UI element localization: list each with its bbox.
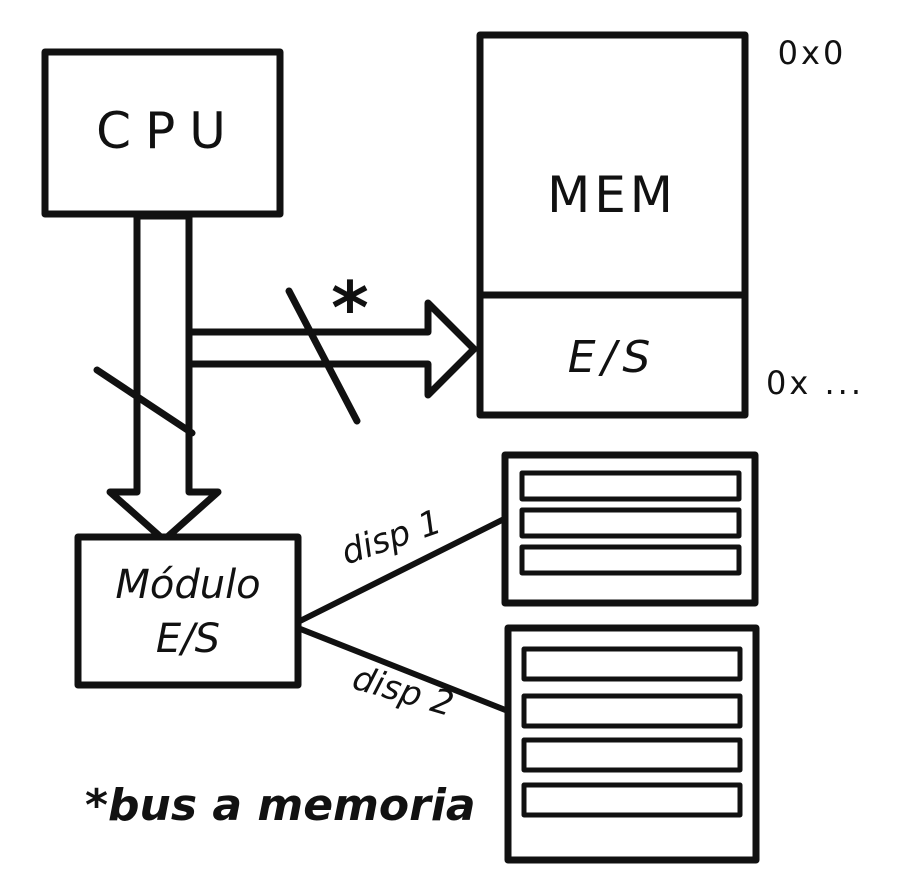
memory-box <box>476 31 749 419</box>
memory-address-top: 0x0 <box>778 34 847 72</box>
device-1-wire-label: disp 1 <box>336 502 446 573</box>
memory-label: MEM <box>547 166 677 224</box>
cpu-box <box>41 48 284 218</box>
io-module-label-line2: E/S <box>156 616 220 662</box>
memory-io-label: E/S <box>568 332 657 383</box>
bus-footnote: *bus a memoria <box>85 780 476 831</box>
device-2-slot <box>521 782 743 818</box>
bus-width-slash-vertical <box>93 366 196 437</box>
device-2-slot <box>521 693 743 729</box>
memory-address-bottom: 0x ... <box>766 364 864 402</box>
bus-arrow-to-memory <box>179 299 478 399</box>
device-1-slot <box>519 544 742 576</box>
bus-width-slash-horizontal <box>285 287 361 425</box>
device-1-slot <box>519 470 742 502</box>
wire-to-device-2 <box>295 625 516 716</box>
bus-arrow-to-io-module <box>106 212 222 544</box>
device-2-slot <box>521 646 743 682</box>
device-2-slot <box>521 737 743 773</box>
io-module-label-line1: Módulo <box>115 562 260 608</box>
wire-to-device-1 <box>295 515 509 625</box>
memory-bus-asterisk: * <box>331 266 369 350</box>
device-1-slot <box>519 507 742 539</box>
io-module-box <box>74 533 302 689</box>
cpu-label: CPU <box>96 102 240 160</box>
